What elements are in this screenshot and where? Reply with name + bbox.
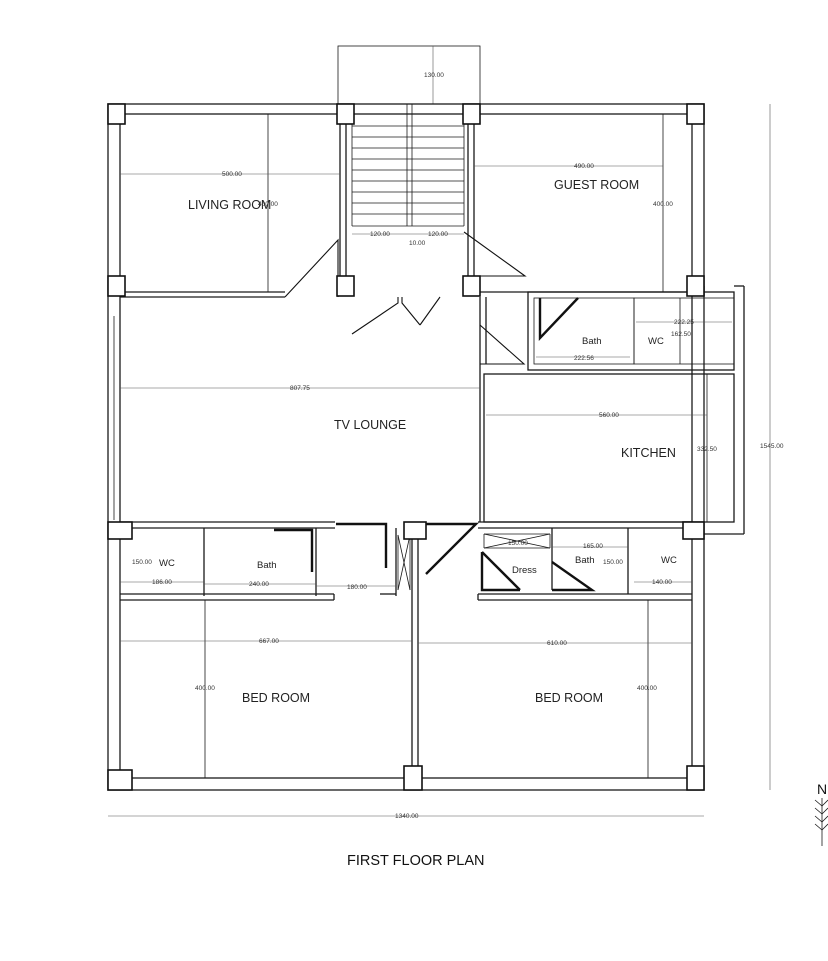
dim-bed-left-height: 400.00 [195, 685, 215, 692]
bath-top-label: Bath [582, 336, 602, 347]
dim-wc-top-width: 222.25 [674, 319, 694, 326]
columns [107, 103, 705, 791]
dim-overall-height: 1545.00 [760, 443, 784, 450]
dim-stair-right: 120.00 [428, 231, 448, 238]
kitchen-label: KITCHEN [621, 446, 676, 460]
dim-living-height: 400.00 [258, 201, 278, 208]
stair-landing [337, 45, 481, 105]
dim-bed-right-height: 400.00 [637, 685, 657, 692]
dim-bath-right-width: 165.00 [583, 543, 603, 550]
dim-dress-width: 150.00 [508, 540, 528, 547]
dim-bed-left-width: 667.00 [259, 638, 279, 645]
dimension-lines [108, 104, 771, 817]
dim-kitchen-width: 560.00 [599, 412, 619, 419]
dim-overall-width: 1340.00 [395, 813, 419, 820]
dim-wc-left-width: 186.00 [152, 579, 172, 586]
dim-bath-top-width: 222.56 [574, 355, 594, 362]
bath-right-label: Bath [575, 555, 595, 566]
doors [274, 231, 596, 592]
dim-living-width: 500.00 [222, 171, 242, 178]
staircase [351, 104, 465, 227]
dim-stair-top: 130.00 [424, 72, 444, 79]
dim-bath-right-height: 150.00 [603, 559, 623, 566]
guest-room-label: GUEST ROOM [554, 178, 639, 192]
wc-right-label: WC [661, 555, 677, 566]
dim-corridor-width: 180.00 [347, 584, 367, 591]
dim-bed-right-width: 610.00 [547, 640, 567, 647]
wc-left-label: WC [159, 558, 175, 569]
bed-room-left-label: BED ROOM [242, 691, 310, 705]
dim-lounge-width: 807.75 [290, 385, 310, 392]
dim-stair-gap: 10.00 [409, 240, 426, 247]
north-label: N [817, 781, 827, 797]
plan-title: FIRST FLOOR PLAN [347, 853, 485, 869]
dim-kitchen-height: 332.50 [697, 446, 717, 453]
dim-bath-left-width: 240.00 [249, 581, 269, 588]
bed-room-right-label: BED ROOM [535, 691, 603, 705]
dim-wc-top-height: 162.50 [671, 331, 691, 338]
living-room-label: LIVING ROOM [188, 198, 271, 212]
bath-left-label: Bath [257, 560, 277, 571]
wc-top-label: WC [648, 336, 664, 347]
dim-wc-right-width: 140.00 [652, 579, 672, 586]
dim-wc-left-height: 150.00 [132, 559, 152, 566]
dim-guest-height: 400.00 [653, 201, 673, 208]
interior-walls [113, 114, 745, 778]
north-arrow-icon: N [814, 781, 828, 846]
dim-guest-width: 490.00 [574, 163, 594, 170]
tv-lounge-label: TV LOUNGE [334, 418, 406, 432]
dim-stair-left: 120.00 [370, 231, 390, 238]
dress-label: Dress [512, 565, 537, 576]
